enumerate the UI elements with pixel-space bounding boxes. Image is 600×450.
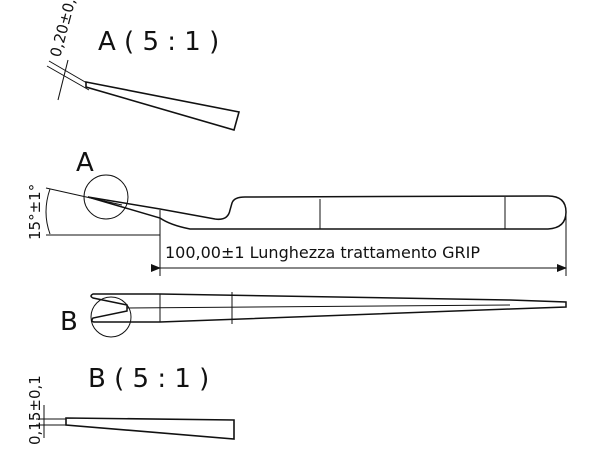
- angle-ref-line-upper: [45, 187, 123, 206]
- detail-a-title: A ( 5 : 1 ): [98, 27, 219, 57]
- detail-a-thickness-dim: 0,20±0,1: [46, 0, 81, 59]
- side-view: A 15°±1° 100,00±1 Lunghezza trattamento …: [26, 148, 567, 276]
- callout-a-label: A: [76, 148, 94, 178]
- tweezer-top-outline: [90, 293, 567, 323]
- detail-a-ext-line-1: [48, 60, 93, 87]
- detail-b-title: B ( 5 : 1 ): [88, 364, 209, 394]
- detail-a-ext-line-2: [46, 65, 90, 91]
- detail-a-dim-line: [57, 59, 69, 101]
- callout-b-label: B: [60, 307, 78, 337]
- top-view-center-line: [126, 304, 511, 309]
- detail-a: A ( 5 : 1 ) 0,20±0,1: [46, 0, 241, 131]
- detail-b-thickness-dim: 0,15±0,1: [26, 375, 44, 445]
- length-dim: 100,00±1 Lunghezza trattamento GRIP: [165, 243, 480, 262]
- detail-b: B ( 5 : 1 ) 0,15±0,1: [26, 364, 235, 445]
- detail-b-tip-outline: [65, 417, 235, 440]
- detail-a-tip-outline: [85, 81, 241, 131]
- callout-circle-b: [90, 296, 132, 338]
- top-view: B: [60, 292, 567, 338]
- tweezer-side-outline: [87, 195, 567, 230]
- angle-arc: [45, 188, 51, 235]
- angle-dim: 15°±1°: [26, 184, 44, 240]
